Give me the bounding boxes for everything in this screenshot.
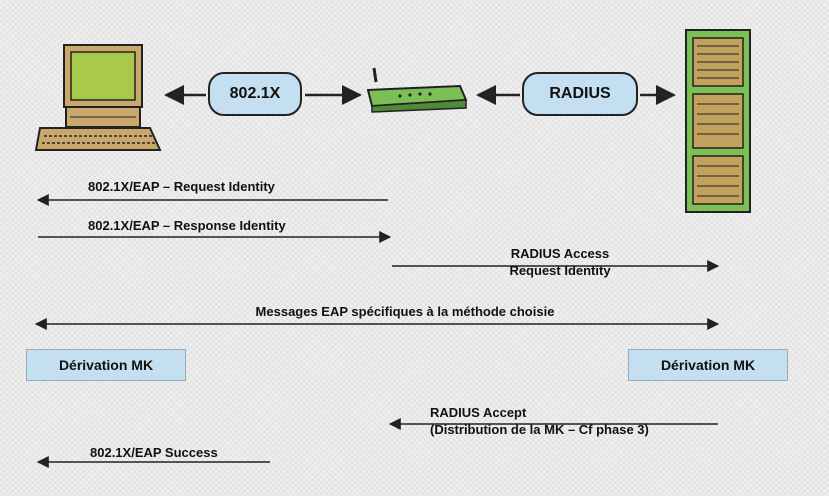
derivation-mk-left-box: Dérivation MK (26, 349, 186, 381)
protocol-radius-box: RADIUS (522, 72, 638, 116)
radius-server-icon (685, 29, 751, 213)
protocol-8021x-box: 802.1X (208, 72, 302, 116)
derivation-mk-left-label: Dérivation MK (58, 357, 154, 373)
access-point-icon (366, 67, 468, 113)
label-radius-accept-line2: (Distribution de la MK – Cf phase 3) (430, 422, 649, 437)
derivation-mk-right-label: Dérivation MK (660, 357, 756, 373)
label-radius-accept-line1: RADIUS Accept (430, 405, 527, 420)
protocol-8021x-label: 802.1X (229, 85, 281, 102)
derivation-mk-right-box: Dérivation MK (628, 349, 788, 381)
protocol-radius-label: RADIUS (549, 85, 611, 102)
label-eap-specific: Messages EAP spécifiques à la méthode ch… (255, 304, 555, 319)
label-radius-access: RADIUS Access Request Identity (460, 245, 660, 279)
label-radius-accept: RADIUS Accept (Distribution de la MK – C… (430, 404, 649, 438)
label-radius-access-line2: Request Identity (509, 263, 611, 278)
label-response-identity: 802.1X/EAP – Response Identity (88, 218, 286, 233)
label-eap-success: 802.1X/EAP Success (90, 445, 218, 460)
computer-icon (34, 44, 162, 151)
label-request-identity: 802.1X/EAP – Request Identity (88, 179, 275, 194)
label-radius-access-line1: RADIUS Access (510, 246, 610, 261)
